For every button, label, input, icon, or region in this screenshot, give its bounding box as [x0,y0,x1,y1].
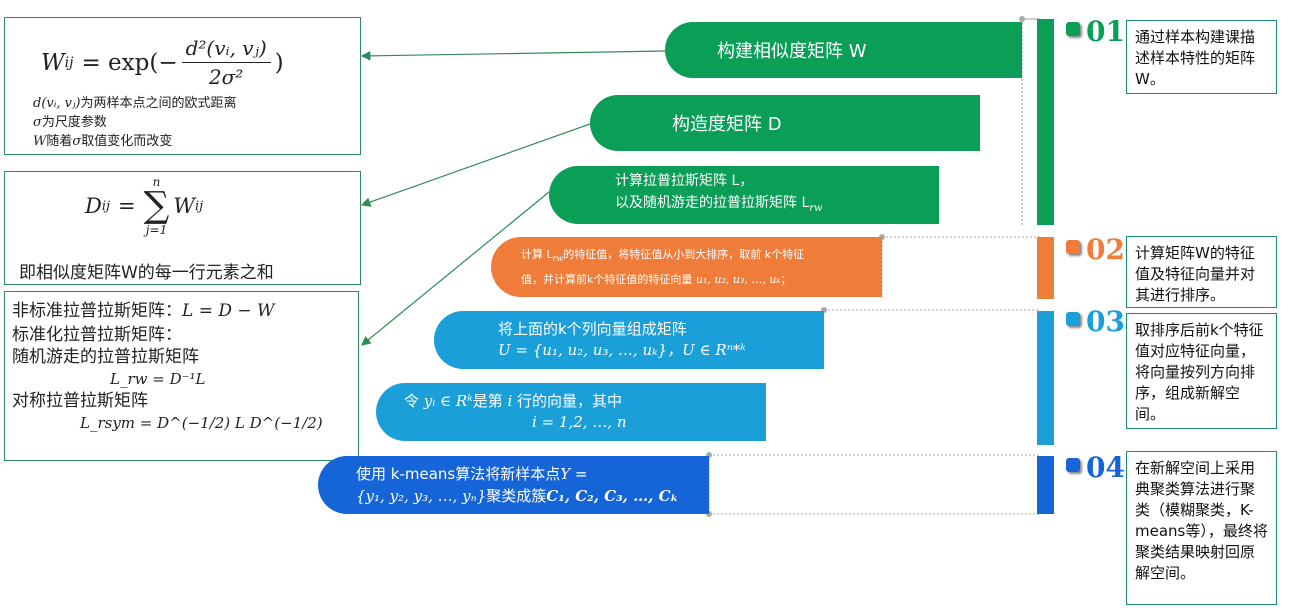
pill-row-vector: 令 yᵢ ∈ Rᵏ是第 i 行的向量，其中 i = 1,2, …, n [376,383,766,441]
formula-d-caption: 即相似度矩阵W的每一行元素之和 [19,263,274,283]
formula-l-lines: 非标准拉普拉斯矩阵：L = D − W 标准化拉普拉斯矩阵： 随机游走的拉普拉斯… [12,301,323,432]
bar-step-03 [1037,311,1054,445]
step-03-description: 取排序后前k个特征值对应特征向量，将向量按列方向排序，组成新解空间。 [1126,313,1277,429]
pill-build-degree: 构造度矩阵 D [590,95,980,151]
bar-step-04 [1037,456,1054,514]
step-03-number: 03 [1086,305,1125,338]
step-02-square-icon [1066,240,1080,254]
bar-step-02 [1037,237,1054,299]
pill-eigen: 计算 Lrw的特征值，将特征值从小到大排序，取前 k个特征 值，并计算前k个特征… [491,237,882,297]
arrow-w [360,50,666,61]
step-04-description: 在新解空间上采用典聚类算法进行聚类（模糊聚类，K-means等），最终将聚类结果… [1126,451,1277,605]
pill-laplacian: 计算拉普拉斯矩阵 L， 以及随机游走的拉普拉斯矩阵 Lrw [549,166,939,224]
step-01-description: 通过样本构建课描述样本特性的矩阵W。 [1126,20,1277,94]
bar-step-01 [1037,19,1054,225]
step-02-number: 02 [1086,233,1125,266]
arrow-d [360,123,591,207]
step-01-square-icon [1066,22,1080,36]
step-04-number: 04 [1086,451,1125,484]
step-04-square-icon [1066,458,1080,472]
step-01-number: 01 [1086,15,1125,48]
step-02-description: 计算矩阵W的特征值及特征向量并对其进行排序。 [1126,236,1277,308]
step-03-square-icon [1066,312,1080,326]
pill-matrix-u: 将上面的k个列向量组成矩阵 U = {u₁, u₂, u₃, …, uₖ}，U … [434,311,824,369]
arrow-l [361,191,550,346]
pill-build-similarity: 构建相似度矩阵 W [665,22,1022,78]
formula-box-l: 非标准拉普拉斯矩阵：L = D − W 标准化拉普拉斯矩阵： 随机游走的拉普拉斯… [4,291,359,461]
formula-w-notes: d(vᵢ, vⱼ)为两样本点之间的欧式距离 σ为尺度参数 W随着σ取值变化而改变 [33,96,237,149]
pill-kmeans: 使用 k-means算法将新样本点Y = {y₁, y₂, y₃, …, yₙ}… [318,456,709,514]
